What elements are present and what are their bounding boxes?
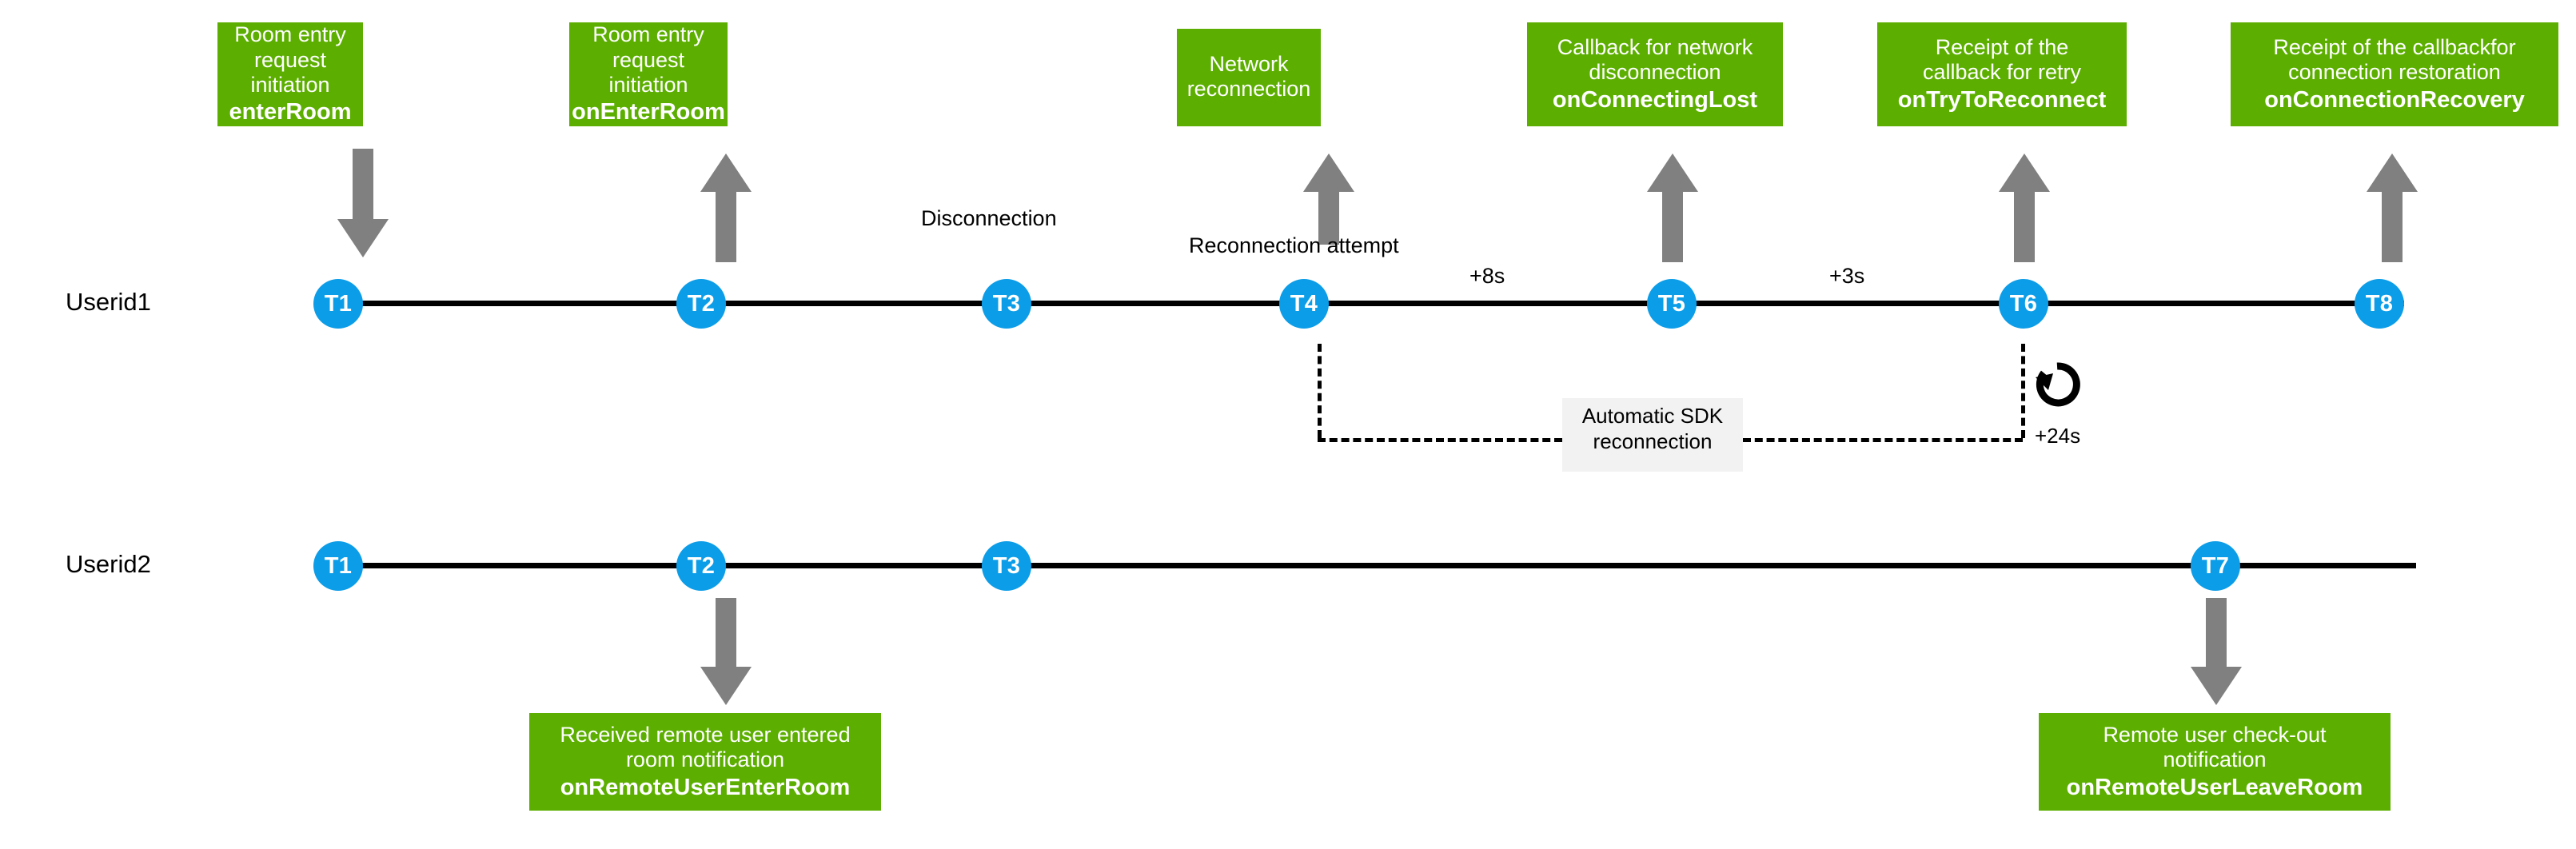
callout-api-name: enterRoom [229, 99, 352, 126]
callout-description: Network reconnection [1186, 51, 1311, 101]
node-label: T5 [1657, 290, 1686, 317]
arrow-down-on-remote-user-enter-room [700, 598, 752, 705]
timeline-axis-userid1 [329, 301, 2404, 306]
dashed-connector-right [2021, 344, 2025, 438]
node-label: T4 [1290, 290, 1318, 317]
timeline-node-t3-userid2[interactable]: T3 [982, 541, 1031, 591]
callout-box-on-remote-user-enter-room: Received remote user entered room notifi… [529, 713, 881, 811]
arrow-up-on-try-to-reconnect [1999, 153, 2050, 262]
callout-description: Room entry request initiation [592, 22, 704, 97]
callout-box-enter-room: Room entry request initiation enterRoom [217, 22, 363, 126]
timeline-node-t3-userid1[interactable]: T3 [982, 279, 1031, 329]
callout-api-name: onConnectionRecovery [2264, 86, 2525, 113]
callout-api-name: onTryToReconnect [1897, 86, 2107, 113]
arrow-up-network-reconnection [1303, 153, 1354, 245]
timeline-node-t4-userid1[interactable]: T4 [1279, 279, 1329, 329]
node-label: T2 [687, 290, 716, 317]
row-label-userid1: Userid1 [66, 288, 151, 316]
callout-box-on-connection-recovery: Receipt of the callbackfor connection re… [2231, 22, 2558, 126]
arrow-up-on-connection-recovery [2367, 153, 2418, 262]
dashed-connector-bottom-left [1318, 438, 1562, 442]
callout-description: Received remote user entered room notifi… [560, 722, 851, 772]
retry-circular-arrow-icon [2036, 362, 2080, 407]
arrow-up-on-enter-room [700, 153, 752, 262]
timeline-node-t7-userid2[interactable]: T7 [2191, 541, 2240, 591]
annotation-gap-t4-t5: +8s [1469, 264, 1505, 288]
callout-api-name: onRemoteUserEnterRoom [560, 774, 851, 800]
dashed-connector-left [1318, 344, 1322, 438]
annotation-gap-t5-t6: +3s [1829, 264, 1865, 288]
callout-box-on-enter-room: Room entry request initiation onEnterRoo… [569, 22, 728, 126]
dashed-connector-bottom-right [1743, 438, 2023, 442]
node-label: T8 [2365, 290, 2394, 317]
callout-description: Room entry request initiation [234, 22, 346, 97]
callout-api-name: onEnterRoom [572, 99, 725, 126]
annotation-reconnection-attempt: Reconnection attempt [1189, 233, 1399, 257]
node-label: T3 [992, 290, 1021, 317]
callout-box-on-remote-user-leave-room: Remote user check-out notification onRem… [2039, 713, 2391, 811]
timeline-node-t1-userid2[interactable]: T1 [313, 541, 363, 591]
callout-api-name: onRemoteUserLeaveRoom [2066, 774, 2363, 800]
annotation-total-retry-duration: +24s [2035, 424, 2081, 448]
timeline-axis-userid2 [329, 563, 2416, 568]
arrow-up-on-connecting-lost [1647, 153, 1698, 262]
callout-description: Callback for network disconnection [1557, 34, 1753, 85]
callout-description: Receipt of the callbackfor connection re… [2273, 34, 2516, 85]
callout-box-network-reconnection: Network reconnection [1177, 29, 1321, 126]
timeline-node-t6-userid1[interactable]: T6 [1999, 279, 2048, 329]
callout-api-name: onConnectingLost [1552, 86, 1758, 113]
timeline-node-t2-userid1[interactable]: T2 [676, 279, 726, 329]
node-label: T3 [992, 552, 1021, 579]
node-label: T1 [324, 290, 353, 317]
row-label-userid2: Userid2 [66, 550, 151, 578]
annotation-disconnection: Disconnection [921, 206, 1057, 230]
label-automatic-sdk-reconnection: Automatic SDK reconnection [1562, 398, 1743, 472]
node-label: T7 [2201, 552, 2230, 579]
timeline-node-t8-userid1[interactable]: T8 [2355, 279, 2404, 329]
callout-box-on-try-to-reconnect: Receipt of the callback for retry onTryT… [1877, 22, 2127, 126]
node-label: T6 [2009, 290, 2038, 317]
node-label: T1 [324, 552, 353, 579]
callout-description: Receipt of the callback for retry [1922, 34, 2082, 85]
timeline-node-t1-userid1[interactable]: T1 [313, 279, 363, 329]
arrow-down-on-remote-user-leave-room [2191, 598, 2242, 705]
timeline-node-t2-userid2[interactable]: T2 [676, 541, 726, 591]
timeline-node-t5-userid1[interactable]: T5 [1647, 279, 1697, 329]
callout-box-on-connecting-lost: Callback for network disconnection onCon… [1527, 22, 1783, 126]
callout-description: Remote user check-out notification [2103, 722, 2327, 772]
arrow-down-enter-room [337, 149, 389, 257]
node-label: T2 [687, 552, 716, 579]
